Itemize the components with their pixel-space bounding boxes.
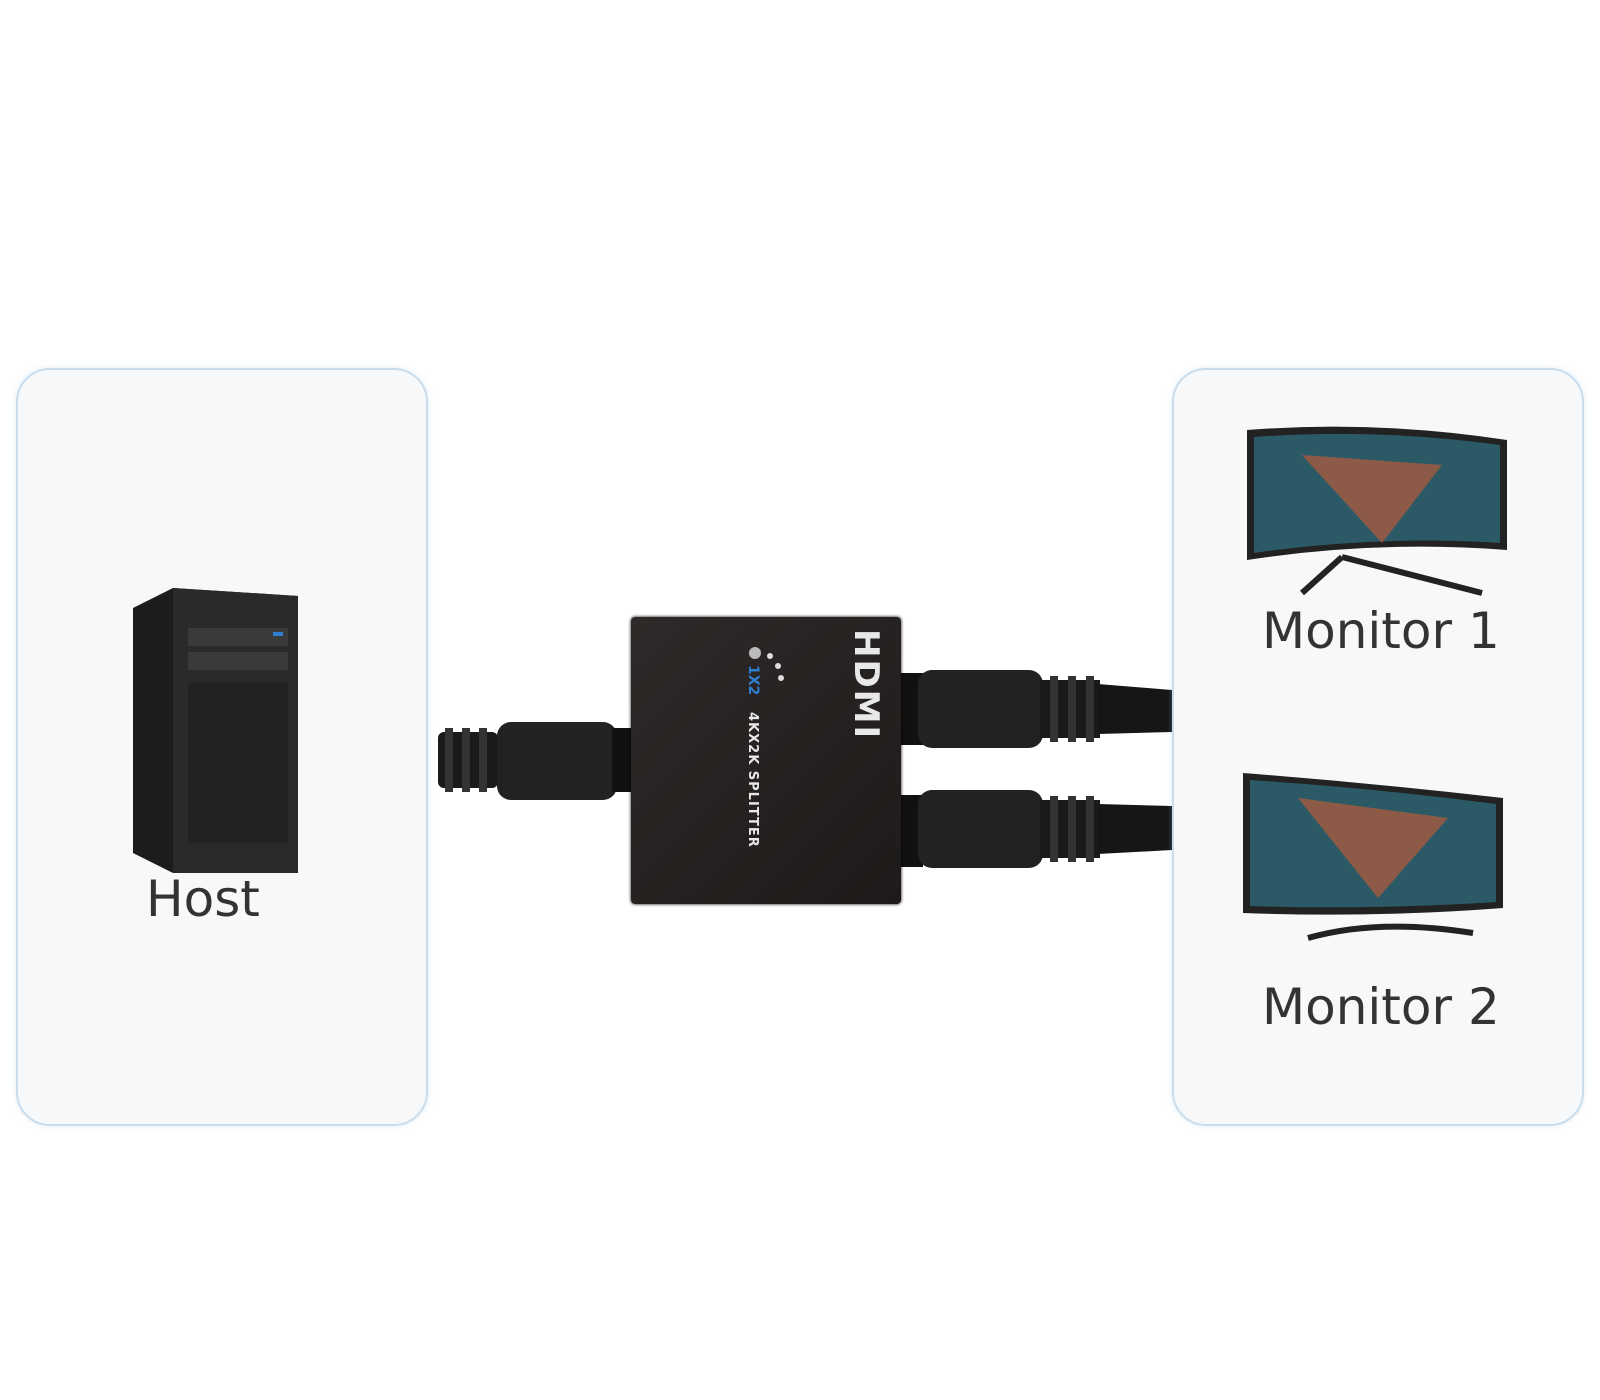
- hdmi-splitter: HDMI 1X2 4KX2K SPLITTER: [631, 617, 901, 904]
- hdmi-logo: HDMI: [846, 629, 886, 741]
- host-card: Host: [16, 368, 428, 1126]
- pc-tower-icon: [133, 588, 298, 873]
- monitor-1-label: Monitor 1: [1262, 602, 1500, 660]
- ports-text: 1X2: [745, 665, 761, 696]
- monitor-1-icon: [1247, 426, 1507, 596]
- monitor-2-icon: [1243, 773, 1503, 941]
- output-cable-2: [898, 790, 1172, 868]
- monitor-2-label: Monitor 2: [1262, 978, 1500, 1036]
- input-cable: [438, 722, 634, 800]
- monitors-card: Monitor 1 Monitor 2: [1172, 368, 1584, 1126]
- output-cable-1: [898, 670, 1172, 748]
- model-text: 4KX2K SPLITTER: [745, 712, 760, 848]
- host-label: Host: [146, 870, 260, 928]
